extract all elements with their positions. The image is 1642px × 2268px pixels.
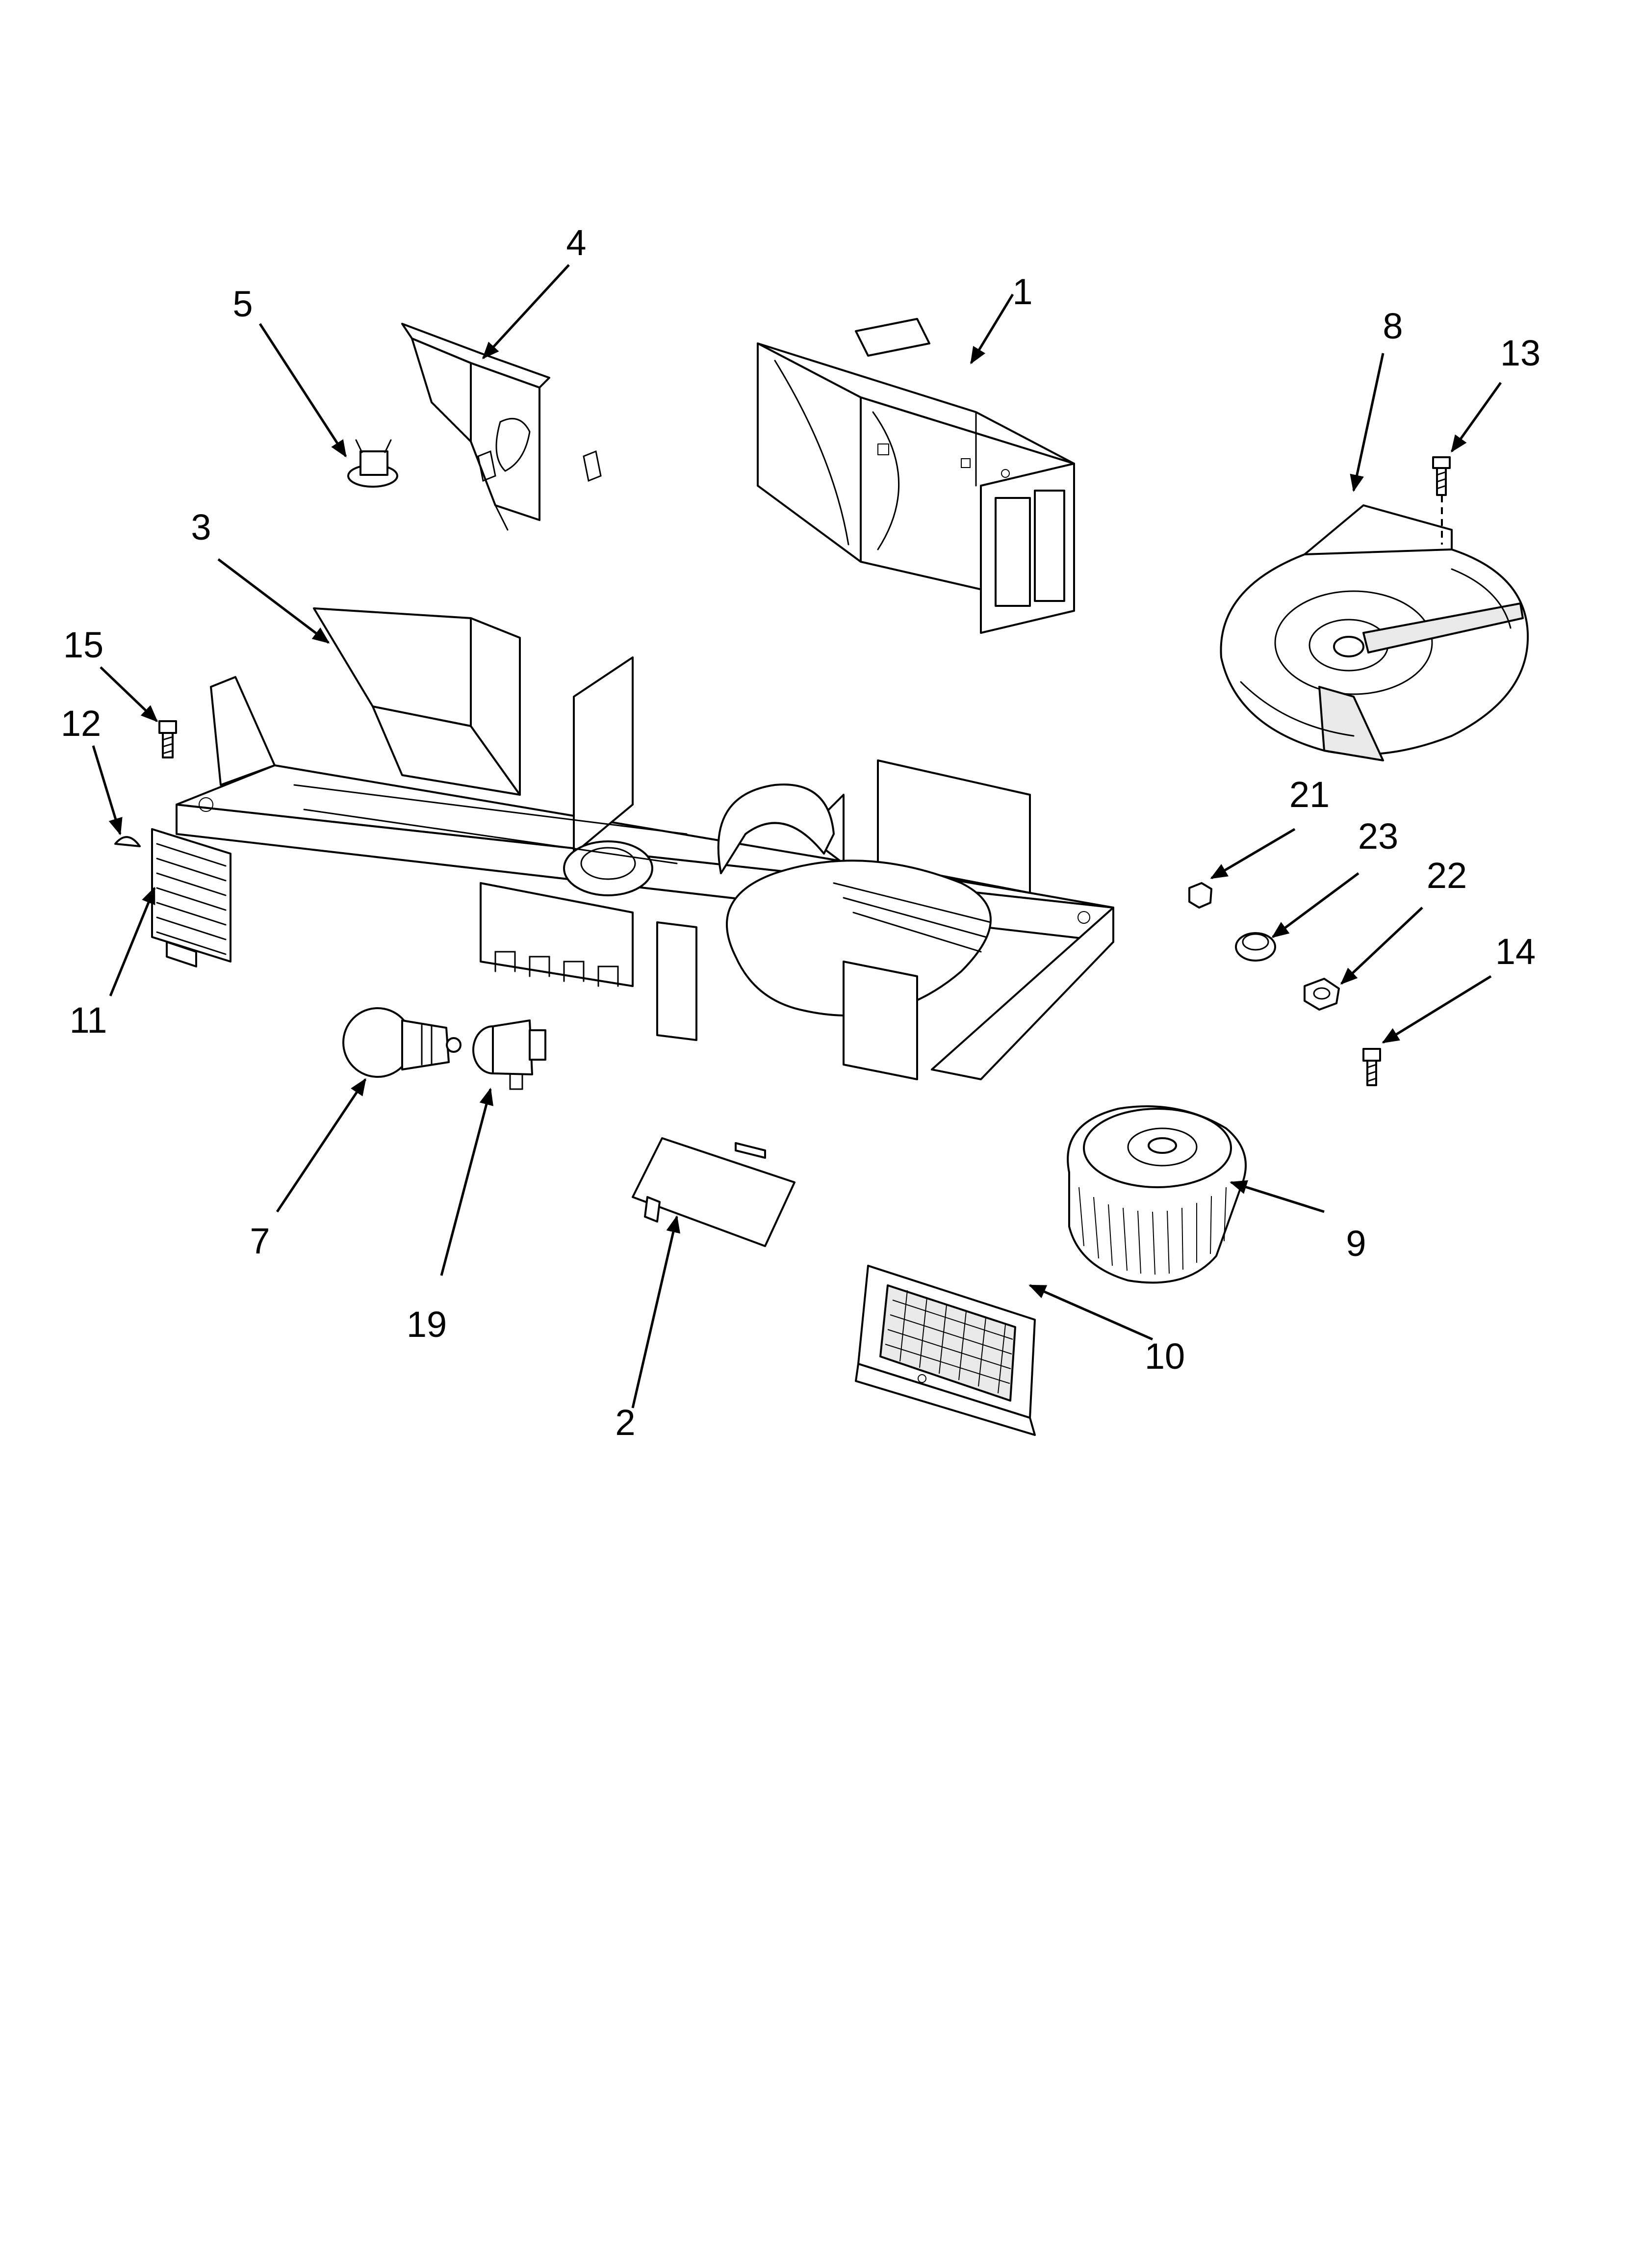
callout-22: 22 <box>1427 855 1467 896</box>
part-21-nut[interactable] <box>1188 882 1212 909</box>
leader-5 <box>258 323 347 458</box>
leader-14 <box>1382 975 1492 1044</box>
part-2-cover-plate[interactable] <box>632 1137 795 1247</box>
callout-14: 14 <box>1495 931 1536 972</box>
callout-11: 11 <box>70 1000 107 1041</box>
leader-3 <box>217 558 330 644</box>
leader-2 <box>631 1215 680 1408</box>
callout-15: 15 <box>63 625 103 665</box>
callout-9: 9 <box>1346 1223 1366 1264</box>
leader-13 <box>1450 382 1502 453</box>
part-4-bracket[interactable] <box>401 323 602 531</box>
leader-4 <box>482 264 570 360</box>
part-13-screw[interactable] <box>1432 456 1451 545</box>
callout-2: 2 <box>615 1402 635 1443</box>
part-11-grille[interactable] <box>151 828 231 967</box>
leader-7 <box>276 1078 367 1213</box>
part-22-washer[interactable] <box>1304 978 1340 1011</box>
callout-13: 13 <box>1500 333 1540 373</box>
callout-7: 7 <box>250 1221 270 1261</box>
leader-12 <box>92 745 123 835</box>
leader-15 <box>100 666 158 723</box>
part-15-screw[interactable] <box>158 720 177 758</box>
callout-labels: 1 4 5 3 8 13 15 12 11 21 23 22 14 7 19 2… <box>61 222 1540 1443</box>
leader-19 <box>440 1088 493 1276</box>
leader-11 <box>109 886 156 996</box>
callout-1: 1 <box>1012 271 1032 312</box>
leader-21 <box>1210 828 1296 880</box>
part-19-lamp-socket[interactable] <box>472 1019 546 1090</box>
part-8-blower-housing[interactable] <box>1220 504 1529 761</box>
part-1-air-duct[interactable] <box>757 318 1075 634</box>
callout-4: 4 <box>566 222 586 263</box>
callout-5: 5 <box>232 284 253 324</box>
part-12-clip[interactable] <box>114 836 141 847</box>
part-5-thermostat[interactable] <box>347 439 398 488</box>
callout-23: 23 <box>1358 816 1398 857</box>
callout-12: 12 <box>61 703 101 744</box>
callout-21: 21 <box>1289 774 1330 815</box>
part-9-blower-wheel[interactable] <box>1067 1105 1247 1284</box>
part-7-light-bulb[interactable] <box>342 1007 462 1078</box>
part-10-grease-filter[interactable] <box>855 1265 1036 1436</box>
callout-8: 8 <box>1383 306 1403 346</box>
leader-1 <box>970 293 1014 365</box>
leader-23 <box>1271 872 1360 938</box>
callout-19: 19 <box>407 1304 447 1345</box>
leader-9 <box>1230 1180 1325 1213</box>
callout-10: 10 <box>1145 1336 1185 1377</box>
leader-lines <box>92 264 1502 1408</box>
part-23-hub[interactable] <box>1235 932 1276 962</box>
leader-8 <box>1350 353 1385 492</box>
part-3-base-housing[interactable] <box>176 607 1114 1080</box>
part-14-screw[interactable] <box>1362 1048 1381 1086</box>
leader-10 <box>1028 1284 1154 1341</box>
callout-3: 3 <box>191 507 211 547</box>
leader-22 <box>1340 907 1423 985</box>
